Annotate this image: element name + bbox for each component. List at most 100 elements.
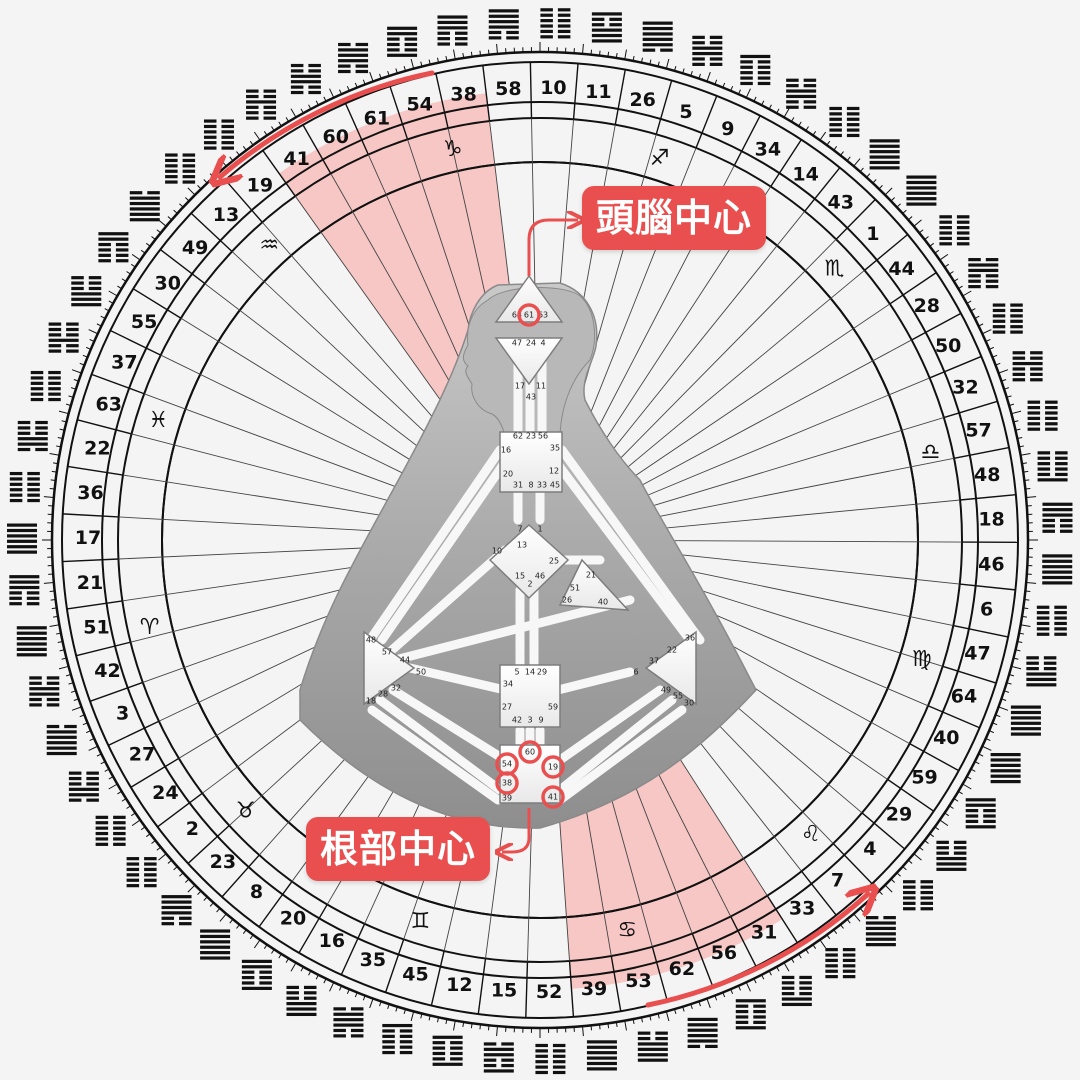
hexagram-icon [71,276,102,307]
hexagram-icon [488,9,519,40]
degree-tick [790,958,795,963]
degree-tick [632,55,635,62]
leo-glyph: ♌ [801,822,821,847]
degree-tick [462,1021,465,1028]
bodygraph-gate-label: 5 [514,668,519,677]
gate-divider [953,446,1010,460]
degree-tick [982,329,992,335]
degree-tick [738,985,741,991]
bodygraph-gate-label: 15 [515,572,525,581]
degree-tick [229,918,234,924]
gate-number: 3 [116,703,129,725]
gate-divider [384,939,405,993]
channels [365,340,705,805]
hexagram-icon [825,948,856,979]
degree-tick [1015,649,1021,652]
degree-tick [420,61,423,67]
degree-tick [929,833,935,838]
degree-tick [50,479,56,482]
gate-number: 26 [629,89,655,111]
gate-number: 20 [280,908,306,930]
degree-tick [934,826,940,831]
degree-tick [1023,607,1029,610]
degree-tick [1006,682,1012,685]
degree-tick [55,445,62,448]
gate-divider [389,85,409,140]
gate-divider [610,955,622,1012]
degree-tick [907,859,913,864]
hexagram-icon [642,21,673,52]
degree-tick [649,59,652,65]
gate-number: 23 [210,851,236,873]
degree-tick [753,978,757,984]
degree-tick [173,209,178,214]
degree-tick [197,185,202,190]
degree-tick [902,209,907,214]
hexagram-icon [781,975,812,1007]
degree-tick [108,290,118,297]
degree-tick [934,249,940,254]
gate-spoke [649,540,962,543]
degree-tick [89,339,95,342]
degree-tick [278,953,282,959]
degree-tick [339,89,342,95]
degree-tick [73,379,79,382]
gate-number: 22 [84,437,110,459]
degree-tick [70,690,77,693]
gate-divider [929,355,982,379]
hexagram-icon [437,15,468,46]
degree-tick [470,51,473,57]
hexagram-icon [586,1040,617,1071]
degree-tick [487,1025,490,1031]
degree-tick [323,96,327,102]
gate-number: 50 [935,335,961,357]
degree-tick [68,682,74,685]
gate-divider [525,961,529,1018]
degree-tick [907,216,913,221]
hexagram-icon [1037,451,1068,482]
degree-tick [768,104,772,110]
gate-divider [861,812,906,850]
gate-divider [953,624,1009,638]
gate-spoke [647,561,954,627]
degree-tick [151,236,156,240]
degree-tick [970,768,976,772]
gate-divider [572,63,579,120]
degree-tick [242,929,247,935]
degree-tick [453,1020,456,1031]
degree-tick [379,73,382,79]
degree-tick [918,846,924,851]
degree-tick [872,896,877,901]
gate-divider [110,329,161,356]
gate-divider [159,248,206,285]
degree-tick [126,271,132,275]
degree-tick [939,253,949,261]
hexagram-icon [540,8,571,39]
degree-tick [598,50,601,56]
gate-divider [66,600,123,610]
degree-tick [369,998,374,1009]
gate-number: 27 [129,743,155,765]
hexagram-icon [432,1035,463,1066]
degree-tick [1023,470,1029,473]
bodygraph-gate-label: 7 [517,525,522,534]
degree-tick [846,156,851,162]
gate-number: 49 [182,237,208,259]
hexagram-icon [333,1007,364,1038]
gate-divider [157,792,203,828]
gate-number: 14 [792,163,818,185]
degree-tick [918,229,924,234]
head-callout-connector [527,220,578,276]
gate-divider [651,946,668,1001]
gate-number: 42 [94,660,120,682]
degree-tick [278,121,282,127]
scorpio-glyph: ♏ [825,257,845,282]
gate-number: 9 [721,118,734,140]
degree-tick [790,117,795,122]
hexagram-icon [29,676,60,707]
degree-tick [219,158,227,167]
degree-tick [738,89,741,95]
gate-number: 56 [711,942,737,964]
degree-tick [216,167,221,173]
